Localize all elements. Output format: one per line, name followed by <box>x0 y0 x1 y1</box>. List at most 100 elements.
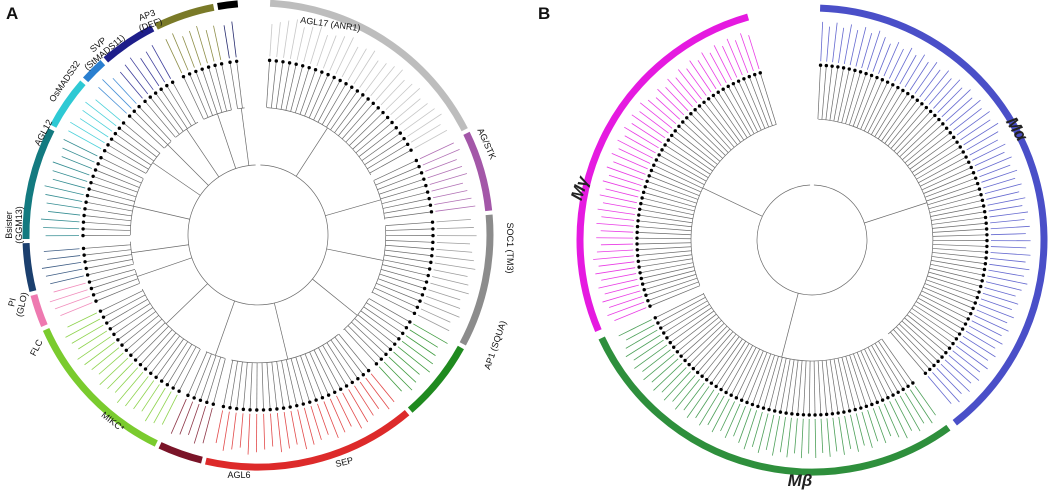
leaf-label <box>380 79 405 106</box>
tree-branch <box>172 346 197 389</box>
clade-label-ap3: AP3(DEF) <box>134 6 163 33</box>
leaf-label <box>965 330 996 349</box>
tree-branch <box>931 260 985 270</box>
clade-arc-ag-stk <box>463 131 493 212</box>
node-dot <box>385 115 390 120</box>
tree-branch <box>664 144 711 175</box>
leaf-label <box>430 282 469 295</box>
tree-branch <box>818 118 934 335</box>
tree-branch <box>231 334 339 364</box>
node-dot <box>971 171 976 175</box>
tree-branch <box>229 62 238 109</box>
tree-branch <box>703 102 738 145</box>
leaf-label <box>990 246 1027 249</box>
leaf-label <box>98 352 124 375</box>
node-dot <box>255 408 259 412</box>
tree-branch <box>906 314 950 349</box>
node-dot <box>665 336 669 340</box>
leaf-label <box>838 27 845 64</box>
tree-branch <box>334 336 364 375</box>
node-dot <box>847 67 851 71</box>
tree-branch <box>141 288 201 350</box>
node-dot <box>641 190 646 195</box>
tree-branch <box>385 244 433 250</box>
tree-branch <box>867 347 894 396</box>
tree-branch <box>924 283 976 304</box>
tree-branch <box>730 347 757 396</box>
leaf-label <box>990 258 1026 263</box>
node-dot <box>880 78 885 82</box>
leaf-label <box>909 61 929 91</box>
node-dot <box>869 73 874 78</box>
tree-branch <box>126 318 163 351</box>
tree-branch <box>757 354 775 407</box>
leaf-label <box>347 48 367 81</box>
tree-inner-ring <box>187 164 329 306</box>
leaf-label <box>140 58 160 87</box>
node-dot <box>886 395 890 400</box>
leaf-label <box>413 323 448 344</box>
tree-branch <box>357 314 395 345</box>
leaf-label <box>141 384 160 412</box>
leaf-label <box>738 408 752 443</box>
tree-branch <box>137 257 192 277</box>
leaf-label <box>317 403 329 435</box>
node-dot <box>91 293 96 297</box>
node-dot <box>109 137 114 141</box>
node-dot <box>332 75 336 80</box>
leaf-label <box>872 408 887 444</box>
node-dot <box>653 316 657 320</box>
tree-branch <box>172 82 196 124</box>
node-dot <box>274 59 278 63</box>
node-dot <box>639 201 643 206</box>
leaf-label <box>683 382 705 411</box>
clade-label-pi: PI(GLO) <box>4 289 29 318</box>
leaf-label <box>986 191 1020 200</box>
leaf-label <box>40 218 80 223</box>
node-dot <box>307 65 311 70</box>
leaf-label <box>631 123 662 144</box>
node-dot <box>431 233 435 238</box>
node-dot <box>977 290 981 294</box>
tree-branch <box>384 249 432 257</box>
panel-a-clade-labels: AGL17 (ANR1) AG/STK SOC1 (TM3) AP1 (SQUA… <box>4 6 515 480</box>
node-dot <box>672 345 676 349</box>
tree-branch <box>299 69 316 115</box>
node-dot <box>165 382 170 387</box>
node-dot <box>333 390 337 394</box>
tree-branch <box>212 358 226 405</box>
node-dot <box>842 410 846 414</box>
leaf-label <box>193 406 207 444</box>
leaf-label <box>600 243 634 246</box>
leaf-label <box>45 268 83 277</box>
tree-branch <box>817 65 821 120</box>
node-dot <box>891 393 895 397</box>
tree-branch <box>673 313 717 348</box>
tree-branch <box>701 333 737 377</box>
leaf-label <box>832 22 838 63</box>
panel-b-clade-arcs <box>576 4 1048 476</box>
leaf-label <box>972 143 1006 161</box>
node-dot <box>719 387 723 392</box>
node-dot <box>841 66 846 70</box>
leaf-label <box>98 86 127 114</box>
leaf-label <box>129 57 154 91</box>
tree-branch <box>117 311 156 341</box>
node-dot <box>384 352 388 357</box>
tree-branch <box>155 92 184 132</box>
node-dot <box>149 371 153 375</box>
tree-branch <box>754 74 773 126</box>
leaf-label <box>50 275 84 285</box>
node-dot <box>980 198 985 203</box>
tree-branch <box>688 325 728 365</box>
leaf-label <box>598 261 635 267</box>
node-dot <box>313 68 318 72</box>
node-dot <box>427 196 431 201</box>
node-dot <box>379 357 384 361</box>
tree-branch <box>368 298 411 323</box>
tree-branch <box>668 139 713 172</box>
leaf-label <box>904 54 926 88</box>
clade-arc-pi <box>22 242 37 292</box>
tree-branch <box>661 149 709 178</box>
leaf-label <box>968 325 1003 345</box>
